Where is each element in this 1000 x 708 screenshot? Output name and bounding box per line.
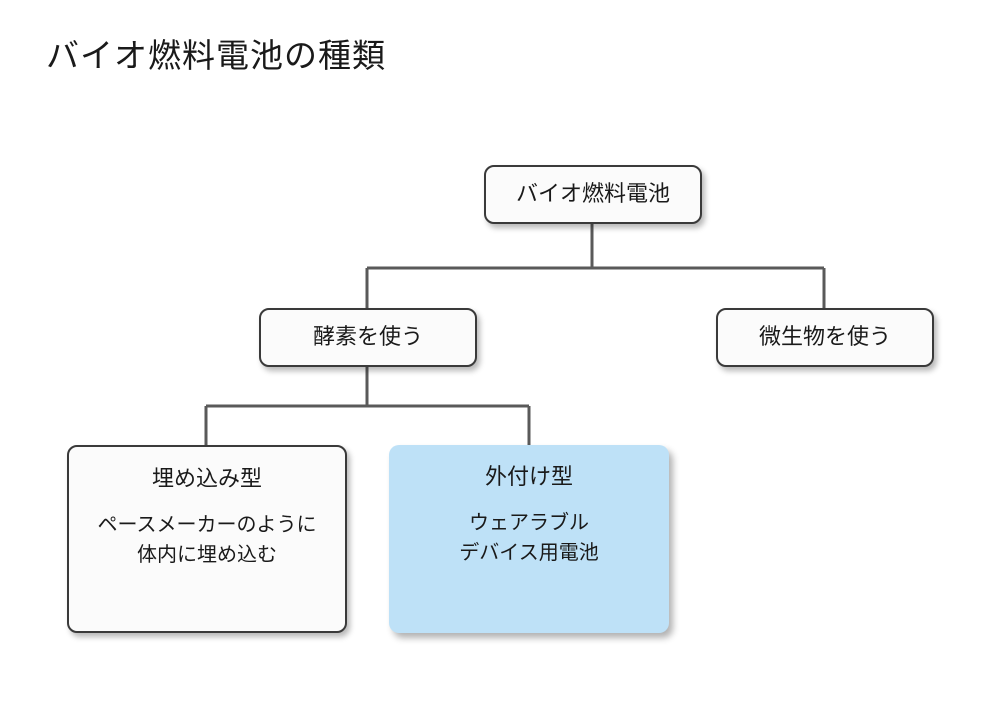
node-implantable-desc-line-2: 体内に埋め込む	[137, 542, 277, 566]
page-title: バイオ燃料電池の種類	[46, 36, 386, 75]
node-implantable-title: 埋め込み型	[151, 467, 262, 492]
node-enzyme: 酵素を使う	[259, 308, 477, 367]
node-biofuel-cell-label: バイオ燃料電池	[515, 181, 670, 207]
node-external-description: ウェアラブル デバイス用電池	[459, 507, 598, 567]
node-biofuel-cell: バイオ燃料電池	[484, 165, 702, 224]
node-external-title: 外付け型	[484, 465, 573, 490]
node-enzyme-label: 酵素を使う	[312, 324, 423, 350]
node-implantable: 埋め込み型 ペースメーカーのように 体内に埋め込む	[67, 445, 347, 633]
node-microbe: 微生物を使う	[716, 308, 934, 367]
node-external: 外付け型 ウェアラブル デバイス用電池	[389, 445, 669, 633]
node-implantable-desc-line-1: ペースメーカーのように	[97, 512, 317, 536]
node-external-desc-line-2: デバイス用電池	[459, 540, 599, 564]
node-microbe-label: 微生物を使う	[758, 324, 891, 350]
node-external-desc-line-1: ウェアラブル	[469, 510, 589, 534]
node-implantable-description: ペースメーカーのように 体内に埋め込む	[98, 509, 317, 569]
